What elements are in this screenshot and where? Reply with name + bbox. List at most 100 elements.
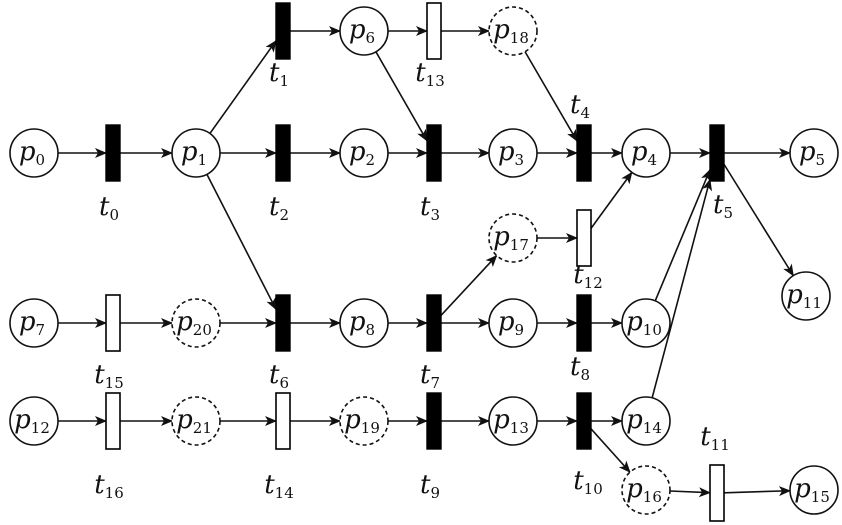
transition-t15-bar (105, 294, 121, 352)
transition-t16 (105, 392, 121, 450)
arc-p18-to-t4 (524, 51, 578, 142)
transition-t2-label: t2 (269, 192, 289, 224)
place-p8: p8 (339, 298, 389, 348)
place-name: p (626, 307, 643, 337)
transition-name: t (420, 192, 431, 222)
place-p1-label: p1 (181, 137, 207, 169)
place-name: p (493, 15, 510, 45)
place-p2: p2 (339, 128, 389, 178)
place-p4-label: p4 (631, 137, 657, 169)
place-p5-circle (789, 128, 839, 178)
transition-t15 (105, 294, 121, 352)
transition-t6-label: t6 (269, 360, 289, 392)
arc-p1-to-t6 (206, 174, 277, 311)
place-p10: p10 (621, 298, 671, 348)
transition-name: t (99, 192, 110, 222)
place-p15-label: p15 (794, 474, 830, 506)
place-name: p (344, 405, 361, 435)
place-name: p (181, 137, 198, 167)
transition-t6 (275, 294, 291, 352)
place-subscript: 11 (803, 294, 822, 312)
arc-t11-to-p15 (723, 486, 792, 497)
transition-t4 (576, 124, 592, 182)
transition-t13-label: t13 (415, 58, 445, 90)
place-p4-circle (621, 128, 671, 178)
transition-t7-label: t7 (420, 360, 440, 392)
place-p20-label: p20 (176, 307, 212, 339)
place-p12-circle (9, 396, 59, 446)
transition-t11-label: t11 (700, 422, 730, 454)
transition-t3-label: t3 (420, 192, 440, 224)
place-p17: p17 (488, 213, 538, 263)
place-subscript: 1 (198, 151, 208, 169)
place-p13-circle (488, 396, 538, 446)
transition-subscript: 13 (426, 72, 445, 90)
transition-t8 (576, 294, 592, 352)
place-subscript: 19 (361, 419, 380, 437)
place-name: p (626, 405, 643, 435)
transition-t6-bar (275, 294, 291, 352)
transition-subscript: 5 (723, 204, 733, 222)
place-p19-circle (339, 396, 389, 446)
transition-name: t (700, 422, 711, 452)
place-p12: p12 (9, 396, 59, 446)
transition-t11 (709, 464, 725, 522)
place-name: p (799, 137, 816, 167)
transition-name: t (415, 58, 426, 88)
place-subscript: 18 (510, 29, 529, 47)
place-name: p (176, 405, 193, 435)
place-p20-circle (171, 298, 221, 348)
transition-t9 (426, 392, 442, 450)
place-p16: p16 (621, 465, 671, 515)
place-p21-circle (171, 396, 221, 446)
place-p18: p18 (488, 6, 538, 56)
place-p10-circle (621, 298, 671, 348)
place-p0: p0 (9, 128, 59, 178)
place-p6-circle (339, 6, 389, 56)
transition-t7 (426, 294, 442, 352)
transition-name: t (269, 360, 280, 390)
place-p14-label: p14 (626, 405, 662, 437)
place-p8-label: p8 (349, 307, 375, 339)
place-p7-label: p7 (19, 307, 45, 339)
place-p5: p5 (789, 128, 839, 178)
transition-t12 (576, 209, 592, 267)
transition-subscript: 9 (430, 484, 440, 502)
place-p14: p14 (621, 396, 671, 446)
transition-name: t (573, 260, 584, 290)
place-subscript: 6 (366, 29, 376, 47)
transition-subscript: 10 (584, 480, 603, 498)
transition-t10-bar (576, 392, 592, 450)
arc-t12-to-p4 (590, 171, 633, 229)
place-p3-circle (488, 128, 538, 178)
place-p21-label: p21 (176, 405, 212, 437)
place-name: p (493, 405, 510, 435)
transition-t12-bar (576, 209, 592, 267)
transition-t10-label: t10 (573, 466, 603, 498)
transition-t13 (426, 2, 442, 60)
place-p7: p7 (9, 298, 59, 348)
arc-t10-to-p16 (590, 428, 631, 473)
place-p16-circle (621, 465, 671, 515)
transition-t16-label: t16 (94, 470, 124, 502)
transition-subscript: 8 (580, 366, 590, 384)
transition-t2-bar (275, 124, 291, 182)
arc-p10-to-t5 (654, 168, 711, 302)
place-p4: p4 (621, 128, 671, 178)
transition-t0 (105, 124, 121, 182)
transition-t3-bar (426, 124, 442, 182)
transition-t9-bar (426, 392, 442, 450)
place-p10-label: p10 (626, 307, 662, 339)
place-p15-circle (789, 465, 839, 515)
transition-t7-bar (426, 294, 442, 352)
place-subscript: 5 (816, 151, 826, 169)
transition-subscript: 0 (109, 206, 119, 224)
place-subscript: 9 (515, 321, 525, 339)
place-subscript: 10 (643, 321, 662, 339)
arcs-layer (58, 26, 794, 498)
transition-t1-bar (275, 2, 291, 60)
place-name: p (794, 474, 811, 504)
place-p19: p19 (339, 396, 389, 446)
place-name: p (19, 137, 36, 167)
place-p21: p21 (171, 396, 221, 446)
